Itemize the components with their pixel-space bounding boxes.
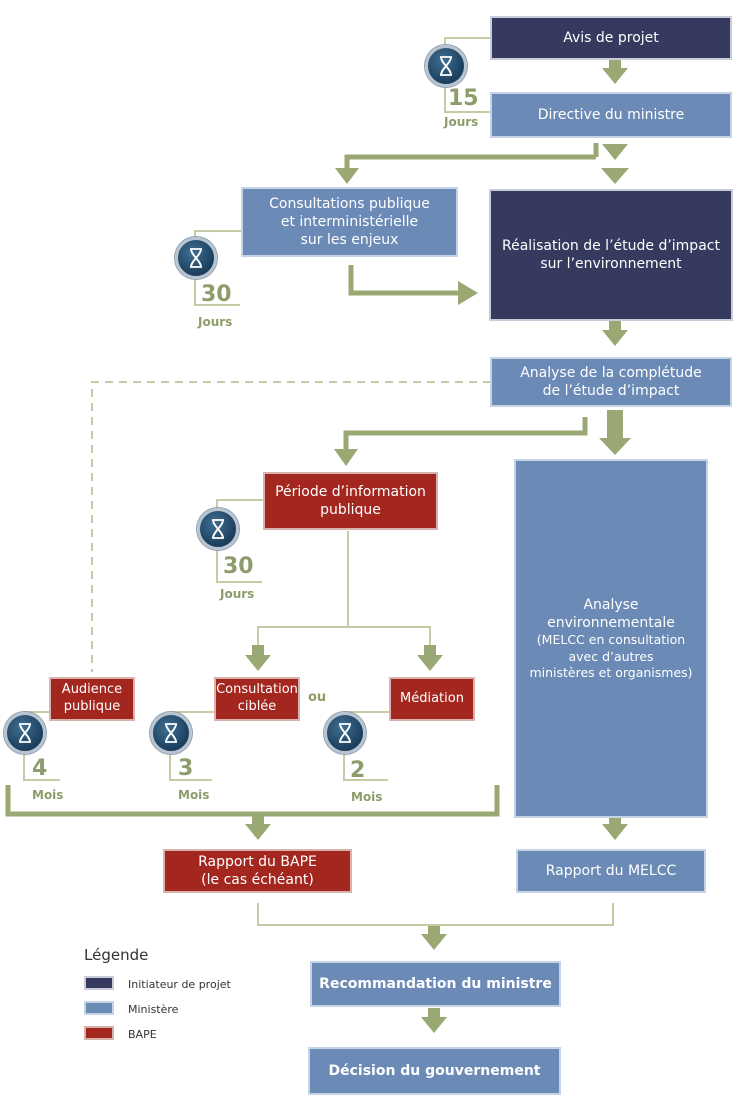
- timer-leader-line: [444, 37, 491, 46]
- step-label-line: ciblée: [237, 699, 277, 714]
- duration-value: 2: [350, 758, 366, 783]
- step-decision-gouvernement: Décision du gouvernement: [308, 1047, 561, 1095]
- step-label: Directive du ministre: [537, 106, 685, 123]
- step-rapport-bape: Rapport du BAPE (le cas échéant): [163, 849, 352, 893]
- arrow-head: [245, 655, 271, 671]
- step-analyse-completude: Analyse de la complétude de l’étude d’im…: [490, 357, 732, 407]
- step-label-line: (le cas échéant): [201, 872, 314, 888]
- duration-value: 15: [448, 86, 479, 111]
- step-label: Médiation: [400, 690, 464, 706]
- merge-connector: [257, 903, 614, 926]
- step-consultation-ciblee: Consultation ciblée: [214, 677, 300, 721]
- legend-swatch-initiateur: [84, 976, 114, 990]
- dashed-connector: [91, 381, 491, 672]
- timer-leader-line: [169, 750, 212, 781]
- arrow-head: [421, 1017, 447, 1033]
- legend-swatch-bape: [84, 1026, 114, 1040]
- timer-leader-line: [343, 750, 388, 781]
- arrow-head: [599, 438, 631, 455]
- step-audience-publique: Audience publique: [49, 677, 135, 721]
- step-label-line: sur l’environnement: [540, 256, 682, 272]
- step-label-line: Consultation: [216, 682, 298, 698]
- arrow-head: [417, 655, 443, 671]
- step-label-line: avec d’autres: [568, 648, 654, 664]
- timer-leader-line: [444, 84, 491, 113]
- timer-leader-line: [194, 230, 242, 238]
- timer-leader-line: [216, 499, 264, 509]
- arrow-head: [602, 330, 628, 346]
- arrow-shaft: [348, 265, 460, 296]
- arrow-head: [601, 168, 629, 184]
- legend-label: Ministère: [128, 1003, 179, 1016]
- arrow-head: [335, 168, 359, 184]
- step-label-line: Audience: [61, 682, 123, 698]
- step-periode-information-publique: Période d’information publique: [263, 472, 438, 530]
- bracket-connector: [5, 785, 500, 817]
- branch-connector: [257, 626, 431, 645]
- arrow-head: [245, 824, 271, 840]
- step-avis-de-projet: Avis de projet: [490, 16, 732, 60]
- step-label-line: Analyse de la complétude: [520, 364, 702, 381]
- step-label-line: Période d’information: [275, 483, 426, 500]
- hourglass-icon: [197, 508, 239, 550]
- step-label-line: Rapport du BAPE: [198, 853, 317, 870]
- hourglass-icon: [324, 712, 366, 754]
- hourglass-icon: [175, 237, 217, 279]
- arrow-head: [602, 68, 628, 84]
- hourglass-icon: [425, 45, 467, 87]
- step-mediation: Médiation: [389, 677, 475, 721]
- step-label-line: sur les enjeux: [300, 232, 399, 249]
- arrow-shaft: [344, 154, 596, 170]
- timer-leader-line: [23, 750, 60, 781]
- step-rapport-melcc: Rapport du MELCC: [516, 849, 706, 893]
- step-label-line: publique: [63, 699, 121, 714]
- step-label-line: publique: [320, 502, 381, 518]
- duration-unit: Mois: [178, 788, 210, 802]
- step-label-line: ministères et organismes): [529, 664, 693, 680]
- duration-unit: Mois: [32, 788, 64, 802]
- or-label: ou: [308, 690, 327, 705]
- timer-leader-line: [194, 276, 240, 306]
- step-label: Rapport du MELCC: [545, 862, 677, 879]
- duration-unit: Jours: [444, 115, 479, 129]
- duration-value: 30: [201, 282, 232, 307]
- legend-label: BAPE: [128, 1028, 157, 1041]
- step-label-line: et interministérielle: [280, 213, 419, 230]
- step-label-line: (MELCC en consultation: [536, 632, 686, 648]
- arrow-shaft: [343, 417, 588, 449]
- step-label-line: Analyse: [583, 596, 639, 613]
- arrow-head: [602, 824, 628, 840]
- legend-title: Légende: [84, 946, 149, 964]
- duration-unit: Jours: [198, 315, 233, 329]
- step-directive-du-ministre: Directive du ministre: [490, 92, 732, 138]
- hourglass-icon: [4, 712, 46, 754]
- timer-leader-line: [216, 547, 262, 583]
- arrow-head: [334, 449, 358, 466]
- step-label: Décision du gouvernement: [328, 1062, 541, 1079]
- arrow-head: [458, 281, 478, 305]
- step-recommandation-ministre: Recommandation du ministre: [310, 961, 561, 1007]
- duration-value: 3: [178, 756, 194, 781]
- step-consultations: Consultations publique et interministéri…: [241, 187, 458, 257]
- arrow-head: [602, 144, 628, 160]
- step-label: Recommandation du ministre: [319, 975, 552, 992]
- arrow-head: [421, 934, 447, 950]
- step-label-line: environnementale: [547, 615, 675, 632]
- step-label-line: Consultations publique: [269, 195, 430, 212]
- step-label: Avis de projet: [563, 29, 659, 46]
- hourglass-icon: [150, 712, 192, 754]
- step-realisation-etude-impact: Réalisation de l’étude d’impact sur l’en…: [489, 189, 733, 321]
- step-label-line: de l’étude d’impact: [542, 383, 680, 399]
- step-analyse-environnementale: Analyse environnementale (MELCC en consu…: [514, 459, 708, 818]
- duration-unit: Mois: [351, 790, 383, 804]
- step-label-line: Réalisation de l’étude d’impact: [502, 237, 720, 254]
- legend-swatch-ministere: [84, 1001, 114, 1015]
- duration-value: 4: [32, 756, 48, 781]
- legend-label: Initiateur de projet: [128, 978, 231, 991]
- duration-unit: Jours: [220, 587, 255, 601]
- duration-value: 30: [223, 554, 254, 579]
